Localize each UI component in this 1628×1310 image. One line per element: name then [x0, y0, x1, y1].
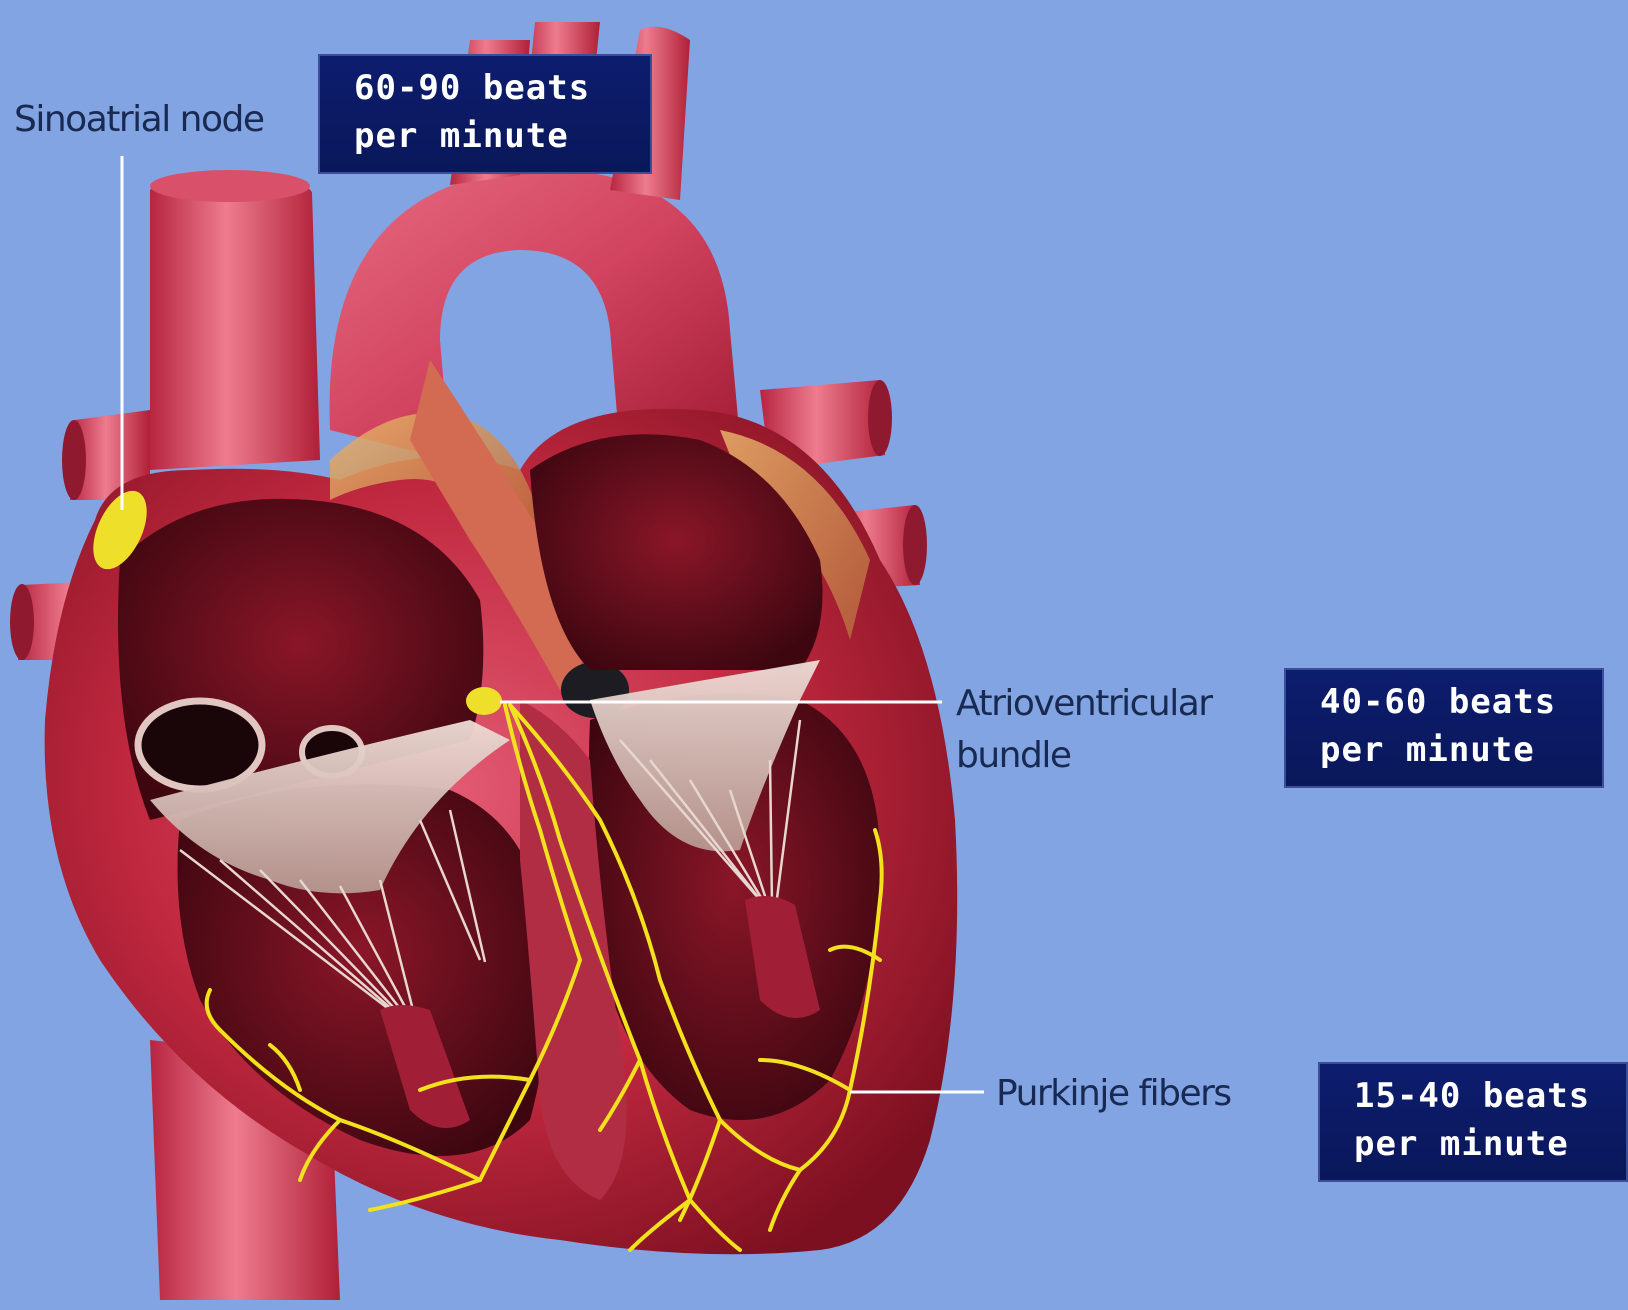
- purkinje-rate-line2: per minute: [1354, 1120, 1626, 1168]
- atrioventricular-label-line2: bundle: [956, 730, 1212, 782]
- sinoatrial-rate-line2: per minute: [354, 112, 650, 160]
- atrioventricular-rate-line1: 40-60 beats: [1320, 678, 1602, 726]
- purkinje-rate-line1: 15-40 beats: [1354, 1072, 1626, 1120]
- atrioventricular-bundle-label: Atrioventricular bundle: [956, 678, 1212, 782]
- atrioventricular-label-line1: Atrioventricular: [956, 678, 1212, 730]
- sinoatrial-rate-box: 60-90 beats per minute: [318, 54, 652, 174]
- sinoatrial-node-label: Sinoatrial node: [14, 94, 264, 146]
- atrioventricular-node-marker: [466, 687, 502, 715]
- purkinje-rate-box: 15-40 beats per minute: [1318, 1062, 1628, 1182]
- atrioventricular-rate-box: 40-60 beats per minute: [1284, 668, 1604, 788]
- purkinje-fibers-label: Purkinje fibers: [996, 1068, 1231, 1120]
- atrioventricular-rate-line2: per minute: [1320, 726, 1602, 774]
- sinoatrial-rate-line1: 60-90 beats: [354, 64, 650, 112]
